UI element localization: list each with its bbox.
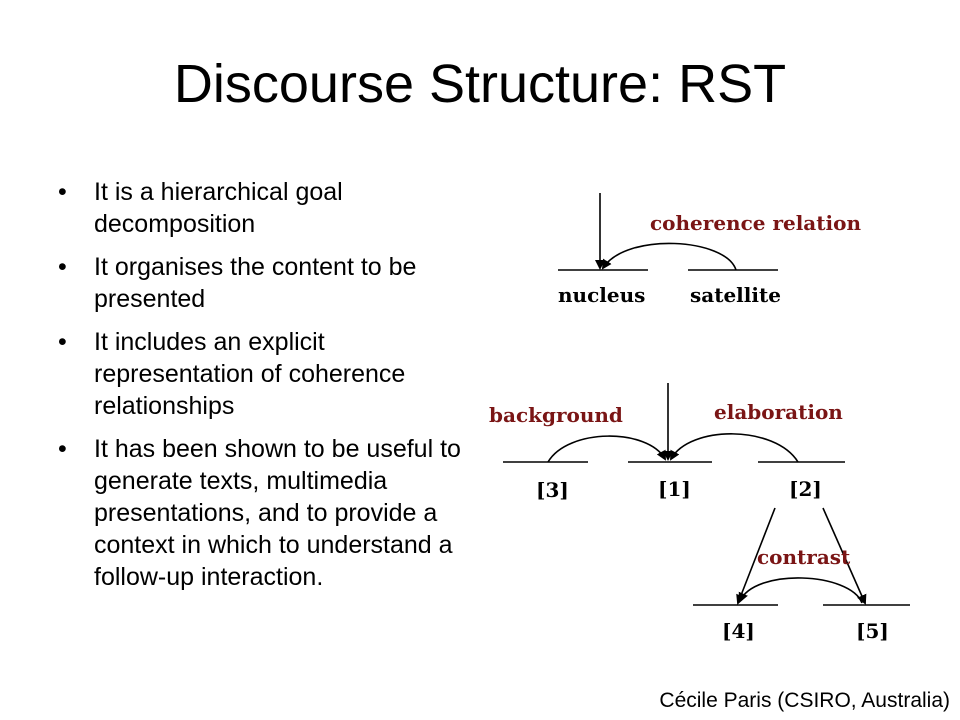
bullet-list: • It is a hierarchical goal decomposition…: [58, 176, 468, 604]
elaboration-label: elaboration: [714, 400, 843, 424]
node-5-label: [5]: [856, 619, 889, 643]
credit-text: Cécile Paris (CSIRO, Australia): [659, 689, 950, 712]
background-label: background: [489, 403, 623, 427]
bullet-item: • It is a hierarchical goal decomposition: [58, 176, 468, 240]
branch-right-line: [822, 507, 867, 605]
contrast-label: contrast: [757, 545, 851, 569]
rst-diagram-bottom: [503, 383, 910, 606]
bullet-marker: •: [58, 435, 67, 463]
nucleus-label: nucleus: [558, 283, 645, 307]
bullet-marker: •: [58, 328, 67, 356]
bullet-marker: •: [58, 178, 67, 206]
coherence-relation-label: coherence relation: [650, 211, 861, 235]
bullet-text: It organises the content to be presented: [94, 253, 417, 313]
contrast-arc: [738, 577, 863, 604]
bullet-text: It has been shown to be useful to genera…: [94, 435, 461, 591]
bullet-text: It includes an explicit representation o…: [94, 328, 406, 420]
bullet-marker: •: [58, 253, 67, 281]
node-2-label: [2]: [789, 477, 822, 501]
node-4-label: [4]: [722, 619, 755, 643]
satellite-label: satellite: [690, 283, 781, 307]
bullet-item: • It has been shown to be useful to gener…: [58, 433, 468, 593]
elaboration-arc: [670, 433, 799, 463]
coherence-relation-arc: [601, 242, 737, 271]
bullet-text: It is a hierarchical goal decomposition: [94, 178, 343, 238]
branch-left-line: [736, 507, 776, 605]
rst-diagram-top: [558, 193, 778, 271]
background-arc: [547, 435, 666, 463]
node-1-label: [1]: [658, 477, 691, 501]
bullet-item: • It organises the content to be presente…: [58, 251, 468, 315]
bullet-item: • It includes an explicit representation …: [58, 326, 468, 422]
slide-title: Discourse Structure: RST: [173, 54, 787, 114]
node-3-label: [3]: [536, 478, 569, 502]
